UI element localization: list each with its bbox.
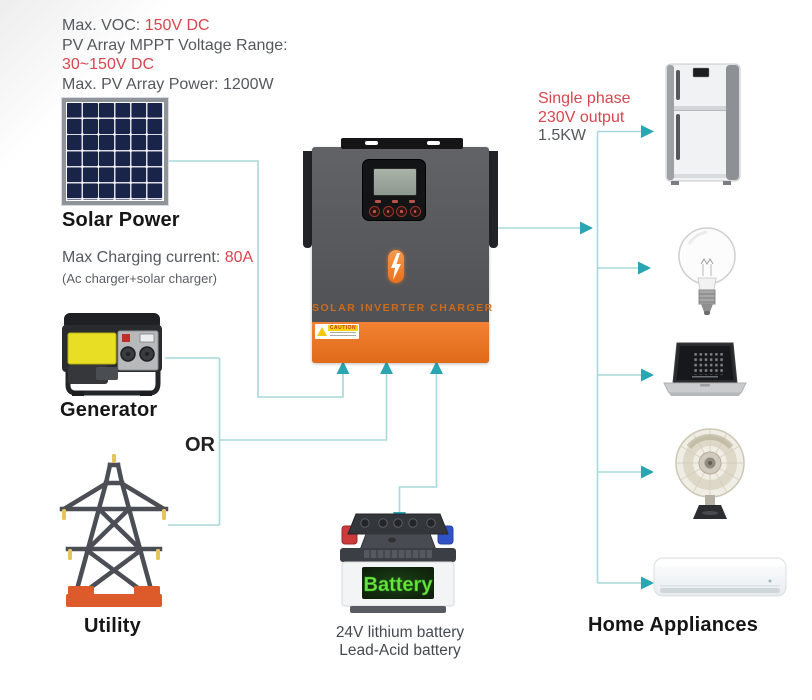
arrow-to-laptop [641,368,654,382]
battery-caption-line2: Lead-Acid battery [339,642,461,659]
output-line1: Single phase [538,90,631,107]
wire-junction-to-inverter [219,374,388,441]
inverter-button-4 [409,206,421,217]
or-label: OR [185,434,215,456]
air-conditioner-icon [653,557,787,597]
battery-label-plate [362,567,434,599]
utility-label: Utility [84,615,141,637]
solar-power-label: Solar Power [62,209,180,231]
solar-panel-image [62,98,168,205]
arrow-ac-input [380,361,393,374]
output-spec-block: Single phase 230V output 1.5KW [538,90,631,146]
caution-fine-print [330,332,356,338]
inverter-button-2 [382,206,394,217]
inverter-right-fin [489,151,498,248]
solar-panel-cells [67,103,163,200]
caution-label: CAUTION [315,324,359,339]
table-fan-icon [675,428,745,519]
light-bulb-icon [678,227,736,315]
battery-caption: 24V lithium battery Lead-Acid battery [326,624,474,660]
spec-line-voc: Max. VOC: 150V DC [62,17,210,34]
refrigerator-icon [665,63,741,185]
arrow-battery-input [430,361,443,374]
wire-solar-to-inverter [168,160,344,398]
output-line2: 230V output [538,108,625,126]
wire-battery-to-inverter [398,374,438,513]
inverter-mount-bracket [341,138,463,149]
inverter-display-panel [362,159,426,221]
pv-spec-block: Max. VOC: 150V DC PV Array MPPT Voltage … [62,16,288,94]
charging-spec-block: Max Charging current: 80A (Ac charger+so… [62,248,253,288]
home-appliances-label: Home Appliances [588,614,759,636]
warning-triangle-icon [317,327,327,336]
battery-caption-line1: 24V lithium battery [335,624,465,641]
arrow-output-trunk [580,221,593,235]
spec-line-mppt-value: 30~150V DC [62,56,155,73]
fridge-handle-bottom [676,114,680,160]
spec-line-array-power: Max. PV Array Power: 1200W [62,75,274,93]
arrow-to-fan [641,465,654,479]
inverter-button-1 [369,206,380,217]
arrow-to-ac [641,576,654,590]
caution-text: CAUTION [328,325,358,331]
battery-label-text: Battery [364,574,434,596]
laptop-icon [663,342,747,396]
fridge-handle-top [676,70,680,100]
inverter-indicator-icons [375,200,415,204]
generator-label: Generator [60,399,158,421]
arrow-to-fridge [641,125,654,138]
spec-line-mppt-label: PV Array MPPT Voltage Range: [62,36,288,54]
inverter-lcd-screen [373,168,417,196]
inverter-left-fin [303,151,312,248]
arrow-to-bulb [638,261,651,275]
charging-note: (Ac charger+solar charger) [62,271,217,286]
inverter-brand-text: SOLAR INVERTER CHARGER [312,302,494,314]
charging-current-line: Max Charging current: 80A [62,249,254,266]
output-line3: 1.5KW [538,127,587,144]
utility-tower-icon [59,454,169,607]
lightning-bolt-icon [388,250,404,283]
inverter-button-3 [396,206,408,217]
generator-icon [62,313,162,396]
battery-icon: Battery [340,513,456,613]
arrow-solar-input [336,361,350,374]
